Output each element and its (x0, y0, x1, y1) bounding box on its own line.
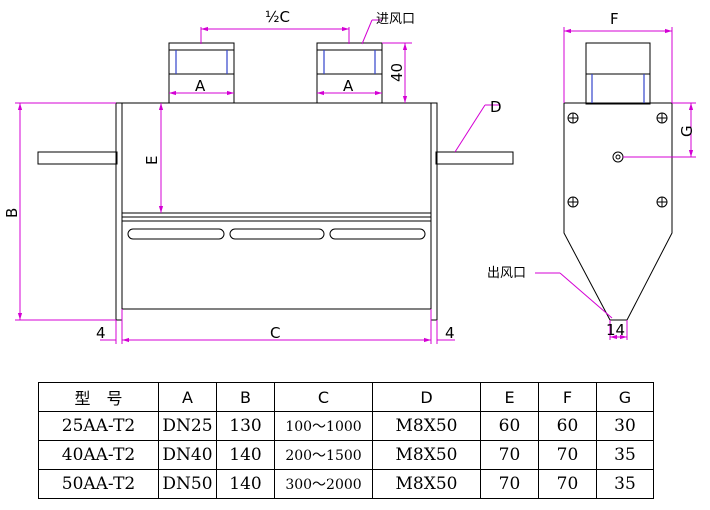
body-slot (229, 228, 325, 240)
bolt-icon (567, 112, 579, 124)
cell-d: M8X50 (372, 411, 481, 441)
spec-table: 型 号 A B C D E F G 25AA-T2 DN25 130 100～1… (38, 382, 654, 499)
front-view (37, 42, 514, 321)
cell-model: 25AA-T2 (38, 411, 159, 441)
cell-b: 140 (216, 440, 275, 470)
dim-a-right: A (343, 77, 354, 95)
header-model: 型 号 (38, 382, 159, 412)
dim-14: 14 (606, 321, 625, 339)
table-row: 40AA-T2 DN40 140 200～1500 M8X50 70 70 35 (38, 440, 654, 470)
right-shaft (435, 151, 514, 165)
blower-body (121, 102, 432, 310)
header-c: C (274, 382, 373, 412)
cell-f: 70 (538, 440, 597, 470)
dim-40: 40 (388, 63, 406, 82)
dim-c: C (270, 324, 280, 342)
cell-g: 35 (596, 440, 654, 470)
cell-a: DN50 (158, 469, 217, 499)
cell-e: 70 (480, 440, 539, 470)
side-dimensions (535, 27, 696, 340)
cell-b: 140 (216, 469, 275, 499)
dim-half-c: ½C (265, 8, 290, 26)
outlet-label: 出风口 (487, 266, 526, 281)
cell-c: 100～1000 (274, 411, 373, 441)
cell-a: DN25 (158, 411, 217, 441)
cell-c: 200～1500 (274, 440, 373, 470)
cell-e: 60 (480, 411, 539, 441)
header-b: B (216, 382, 275, 412)
cell-f: 70 (538, 469, 597, 499)
header-d: D (372, 382, 481, 412)
cell-model: 50AA-T2 (38, 469, 159, 499)
dim-f: F (610, 10, 619, 28)
cell-g: 35 (596, 469, 654, 499)
side-view (563, 42, 673, 321)
body-slot (127, 228, 225, 240)
cell-c: 300～2000 (274, 469, 373, 499)
cell-a: DN40 (158, 440, 217, 470)
shaft-center-icon (612, 151, 624, 163)
bolt-icon (656, 196, 668, 208)
body-slot (329, 228, 426, 240)
cell-d: M8X50 (372, 469, 481, 499)
dim-d: D (490, 98, 502, 116)
header-a: A (158, 382, 217, 412)
header-e: E (480, 382, 539, 412)
header-f: F (538, 382, 597, 412)
table-row: 25AA-T2 DN25 130 100～1000 M8X50 60 60 30 (38, 411, 654, 441)
dim-a-left: A (195, 77, 206, 95)
cell-b: 130 (216, 411, 275, 441)
inlet-label: 进风口 (376, 12, 415, 27)
cell-d: M8X50 (372, 440, 481, 470)
technical-drawing: ½C A A 40 B E C 4 4 D 进风口 (3, 8, 696, 344)
side-housing (563, 102, 673, 321)
front-dimensions (15, 19, 500, 344)
bolt-icon (567, 196, 579, 208)
bolt-icon (656, 112, 668, 124)
dim-b: B (3, 208, 21, 218)
dim-right-4: 4 (445, 324, 455, 342)
header-g: G (596, 382, 654, 412)
table-row: 50AA-T2 DN50 140 300～2000 M8X50 70 70 35 (38, 469, 654, 499)
cell-model: 40AA-T2 (38, 440, 159, 470)
dim-e: E (143, 156, 161, 165)
dim-left-4: 4 (96, 324, 106, 342)
cell-f: 60 (538, 411, 597, 441)
right-end-plate (430, 102, 438, 321)
cell-e: 70 (480, 469, 539, 499)
left-end-plate (115, 102, 123, 321)
cell-g: 30 (596, 411, 654, 441)
dim-g: G (678, 125, 696, 137)
left-shaft (37, 151, 118, 165)
table-header-row: 型 号 A B C D E F G (38, 382, 654, 412)
